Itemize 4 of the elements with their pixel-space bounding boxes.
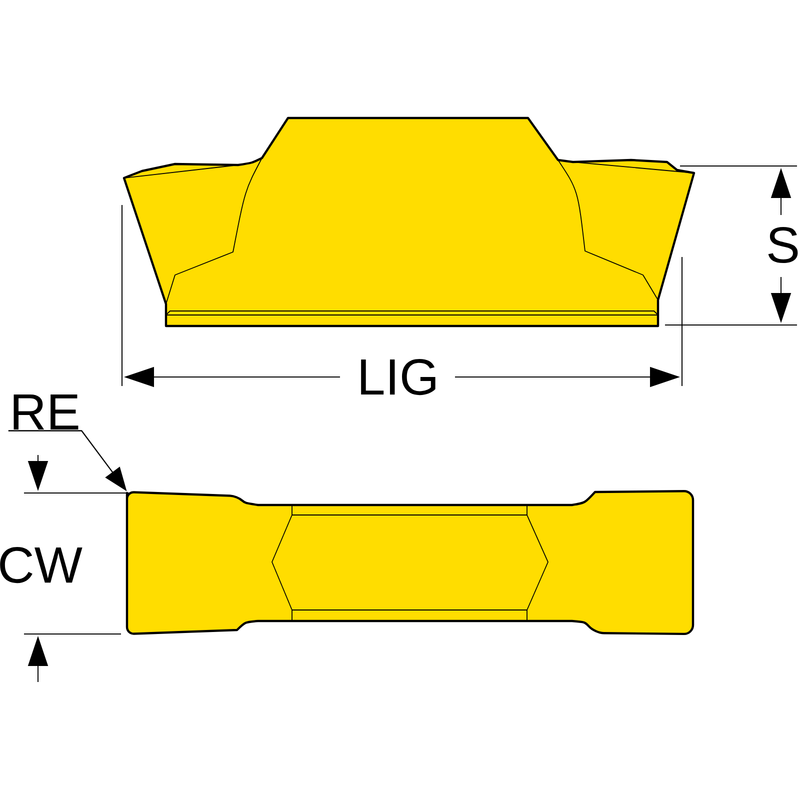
dimension-label: LIG [361,358,436,396]
side-view-drawing [126,490,694,636]
dimension-label: RE [14,394,78,430]
dimension-label: S [768,226,798,264]
